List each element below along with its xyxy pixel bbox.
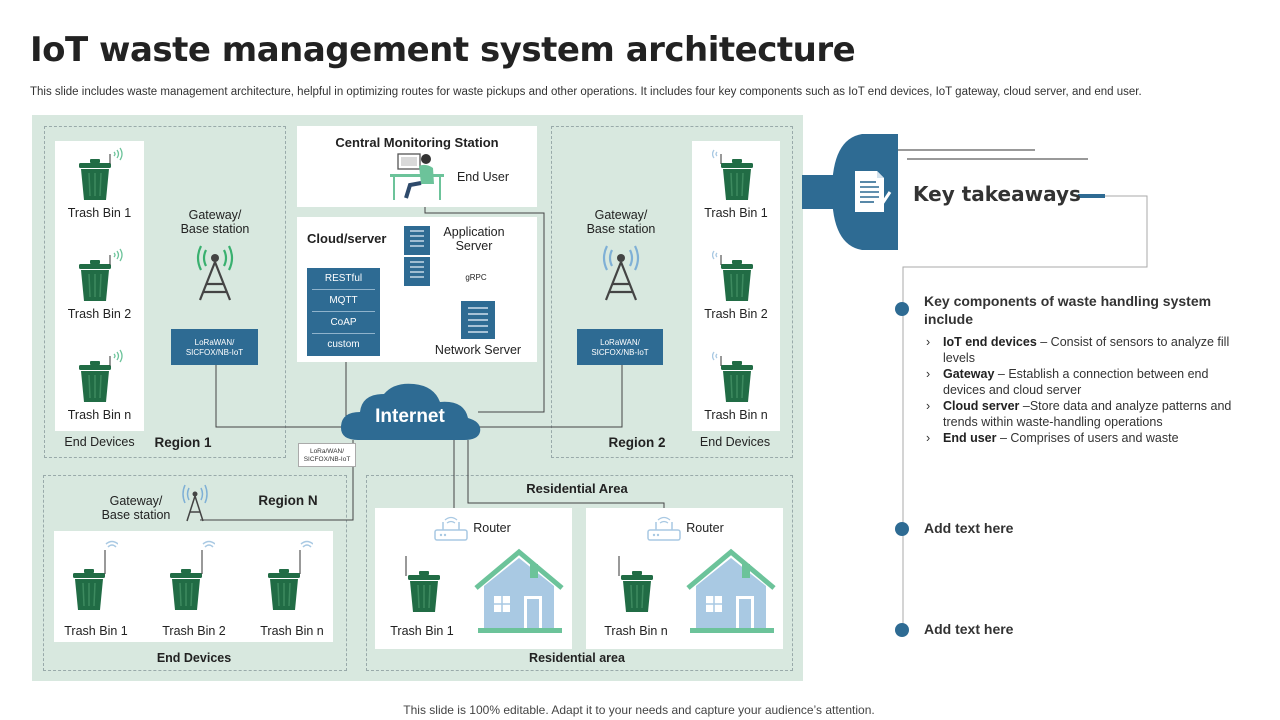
add-text-1: Add text here [924, 520, 1014, 536]
region-n-bin-n-label: Trash Bin n [260, 624, 324, 638]
server-rack-icon [404, 226, 430, 286]
page-subtitle: This slide includes waste management arc… [30, 86, 1142, 98]
grpc-label: gRPC [465, 273, 487, 282]
takeaway-item: IoT end devices – Consist of sensors to … [924, 334, 1234, 366]
bullet-dot [895, 302, 909, 316]
region-n-frame [43, 475, 347, 671]
trash-bin-icon [712, 346, 760, 406]
region-1-protocol-box: LoRaWAN/ SICFOX/NB-IoT [171, 329, 258, 365]
application-server-label: Application Server [443, 225, 505, 253]
region-n-bin-2-label: Trash Bin 2 [162, 624, 226, 638]
router-icon [647, 516, 681, 541]
trash-bin-icon [402, 552, 446, 618]
region-n-name: Region N [258, 493, 318, 508]
trash-bin-icon [76, 245, 124, 305]
antenna-tower-icon [602, 244, 640, 302]
house-icon [686, 548, 776, 636]
bullet-dot [895, 623, 909, 637]
takeaway-desc: – Establish a connection between end dev… [943, 367, 1209, 397]
region-1-gateway-label: Gateway/ Base station [180, 208, 250, 236]
region-2-end-devices-label: End Devices [699, 435, 771, 449]
region-n-gateway-label: Gateway/ Base station [101, 494, 171, 522]
trash-bin-icon [167, 536, 215, 616]
network-server-label: Network Server [434, 343, 522, 357]
region-2-bin-n-label: Trash Bin n [704, 408, 768, 422]
internet-label: Internet [375, 406, 445, 427]
trash-bin-icon [615, 552, 659, 618]
takeaway-term: IoT end devices [943, 335, 1037, 349]
region-1-bin-n-label: Trash Bin n [67, 408, 132, 422]
trash-bin-icon [712, 144, 760, 204]
takeaway-desc: – Comprises of users and waste [996, 431, 1179, 445]
region-2-bin-1-label: Trash Bin 1 [704, 206, 768, 220]
trash-bin-icon [70, 536, 118, 616]
router-2-label: Router [686, 521, 724, 535]
region-2-name: Region 2 [608, 435, 666, 450]
residential-frame [366, 475, 793, 671]
protocol-list: RESTful MQTT CoAP custom [307, 268, 380, 356]
region-1-name: Region 1 [154, 435, 212, 450]
takeaways-list: IoT end devices – Consist of sensors to … [924, 334, 1234, 446]
region-n-bin-1-label: Trash Bin 1 [64, 624, 128, 638]
protocol-mqtt: MQTT [312, 290, 375, 312]
protocol-custom: custom [327, 339, 360, 350]
region-n-end-devices-label: End Devices [156, 651, 232, 665]
takeaway-term: End user [943, 431, 997, 445]
region-1-end-devices-label: End Devices [64, 435, 135, 449]
end-user-label: End User [456, 170, 510, 184]
key-takeaways-title: Key takeaways [913, 182, 1081, 206]
region-2-bin-2-label: Trash Bin 2 [704, 307, 768, 321]
antenna-tower-icon [196, 244, 234, 302]
takeaway-desc: – Consist of sensors to analyze fill lev… [943, 335, 1230, 365]
takeaway-item: Cloud server –Store data and analyze pat… [924, 398, 1234, 430]
trash-bin-icon [265, 536, 313, 616]
bullet-dot [895, 522, 909, 536]
house-icon [474, 548, 564, 636]
trash-bin-icon [712, 245, 760, 305]
takeaway-term: Cloud server [943, 399, 1020, 413]
residence-1-bin-label: Trash Bin 1 [390, 624, 454, 638]
page-footer: This slide is 100% editable. Adapt it to… [403, 703, 875, 717]
region-1-bin-2-label: Trash Bin 2 [67, 307, 132, 321]
router-1-label: Router [473, 521, 511, 535]
page-title: IoT waste management system architecture [30, 30, 856, 70]
region-1-frame [44, 126, 286, 458]
trash-bin-icon [76, 346, 124, 406]
protocol-restful: RESTful [312, 268, 375, 290]
cloud-server-title: Cloud/server [307, 231, 387, 246]
region-2-frame [551, 126, 793, 458]
takeaway-desc: –Store data and analyze patterns and tre… [943, 399, 1232, 429]
takeaway-item: Gateway – Establish a connection between… [924, 366, 1234, 398]
region-n-protocol-box: LoRa/WAN/ SICFOX/NB-IoT [298, 443, 356, 467]
takeaway-term: Gateway [943, 367, 995, 381]
residential-area-bottom-label: Residential area [529, 651, 625, 665]
monitoring-station-title: Central Monitoring Station [335, 135, 499, 150]
protocol-coap: CoAP [312, 312, 375, 334]
internet-cloud-icon [340, 383, 481, 440]
takeaway-item: End user – Comprises of users and waste [924, 430, 1234, 446]
antenna-tower-icon [182, 484, 208, 522]
end-user-icon [390, 153, 444, 200]
add-text-2: Add text here [924, 621, 1014, 637]
network-server-icon [461, 301, 495, 339]
residence-2-bin-label: Trash Bin n [604, 624, 668, 638]
document-icon [855, 171, 892, 212]
residential-area-title: Residential Area [526, 481, 628, 496]
region-2-gateway-label: Gateway/ Base station [586, 208, 656, 236]
router-icon [434, 516, 468, 541]
region-1-bin-1-label: Trash Bin 1 [67, 206, 132, 220]
trash-bin-icon [76, 144, 124, 204]
takeaways-heading: Key components of waste handling system … [924, 293, 1212, 327]
region-2-protocol-box: LoRaWAN/ SICFOX/NB-IoT [577, 329, 663, 365]
